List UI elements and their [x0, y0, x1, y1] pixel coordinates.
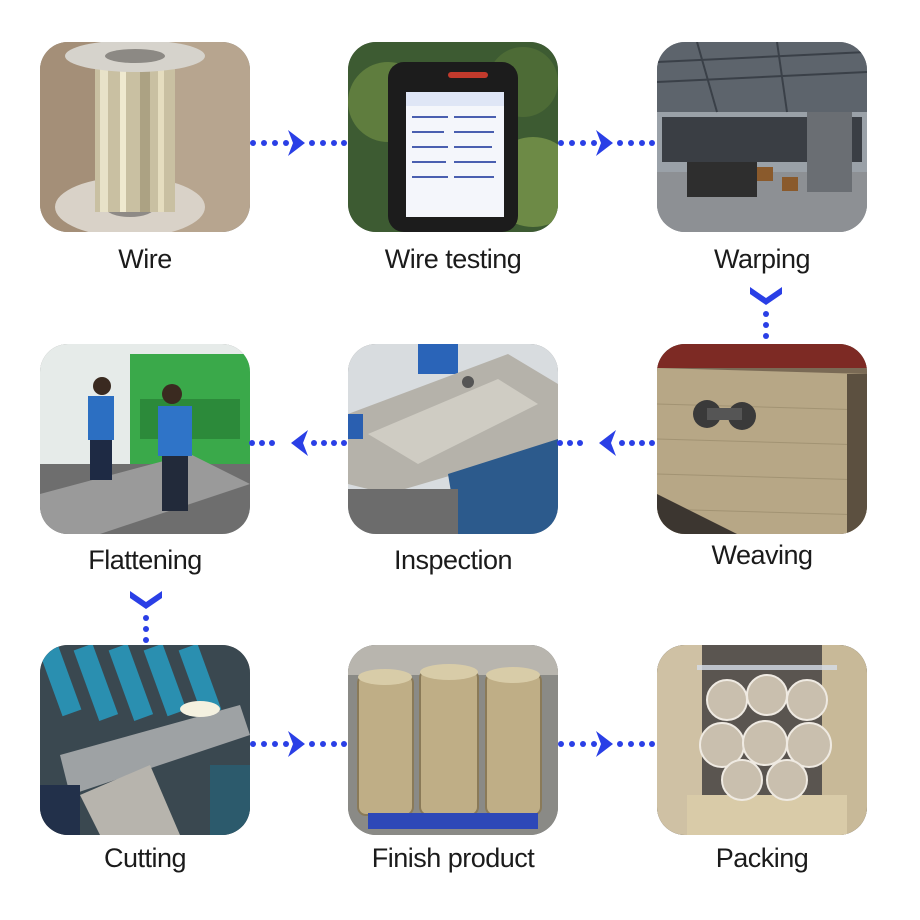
cutting-photo: [40, 645, 250, 835]
inspection-photo: [348, 344, 558, 534]
chevron-right-arrow-icon: [556, 128, 656, 158]
step-label: Wire: [118, 244, 172, 274]
chevron-down-arrow-icon: [746, 282, 786, 344]
weaving-photo: [657, 344, 867, 534]
wire-testing-photo: [348, 42, 558, 232]
chevron-left-arrow-icon: [556, 428, 656, 458]
chevron-right-arrow-icon: [556, 729, 656, 759]
finish-product-photo: [348, 645, 558, 835]
step-label: Inspection: [393, 545, 513, 575]
wire-spool-photo: [40, 42, 250, 232]
step-label: Weaving: [711, 540, 813, 570]
chevron-right-arrow-icon: [248, 128, 348, 158]
chevron-right-arrow-icon: [248, 729, 348, 759]
step-label: Cutting: [103, 843, 187, 873]
packing-photo: [657, 645, 867, 835]
step-label: Packing: [715, 843, 809, 873]
step-label: Finish product: [371, 843, 535, 873]
step-label: Flattening: [88, 545, 202, 575]
chevron-left-arrow-icon: [248, 428, 348, 458]
warping-photo: [657, 42, 867, 232]
step-label: Wire testing: [384, 244, 522, 274]
flattening-photo: [40, 344, 250, 534]
step-label: Warping: [713, 244, 811, 274]
chevron-down-arrow-icon: [126, 586, 166, 648]
